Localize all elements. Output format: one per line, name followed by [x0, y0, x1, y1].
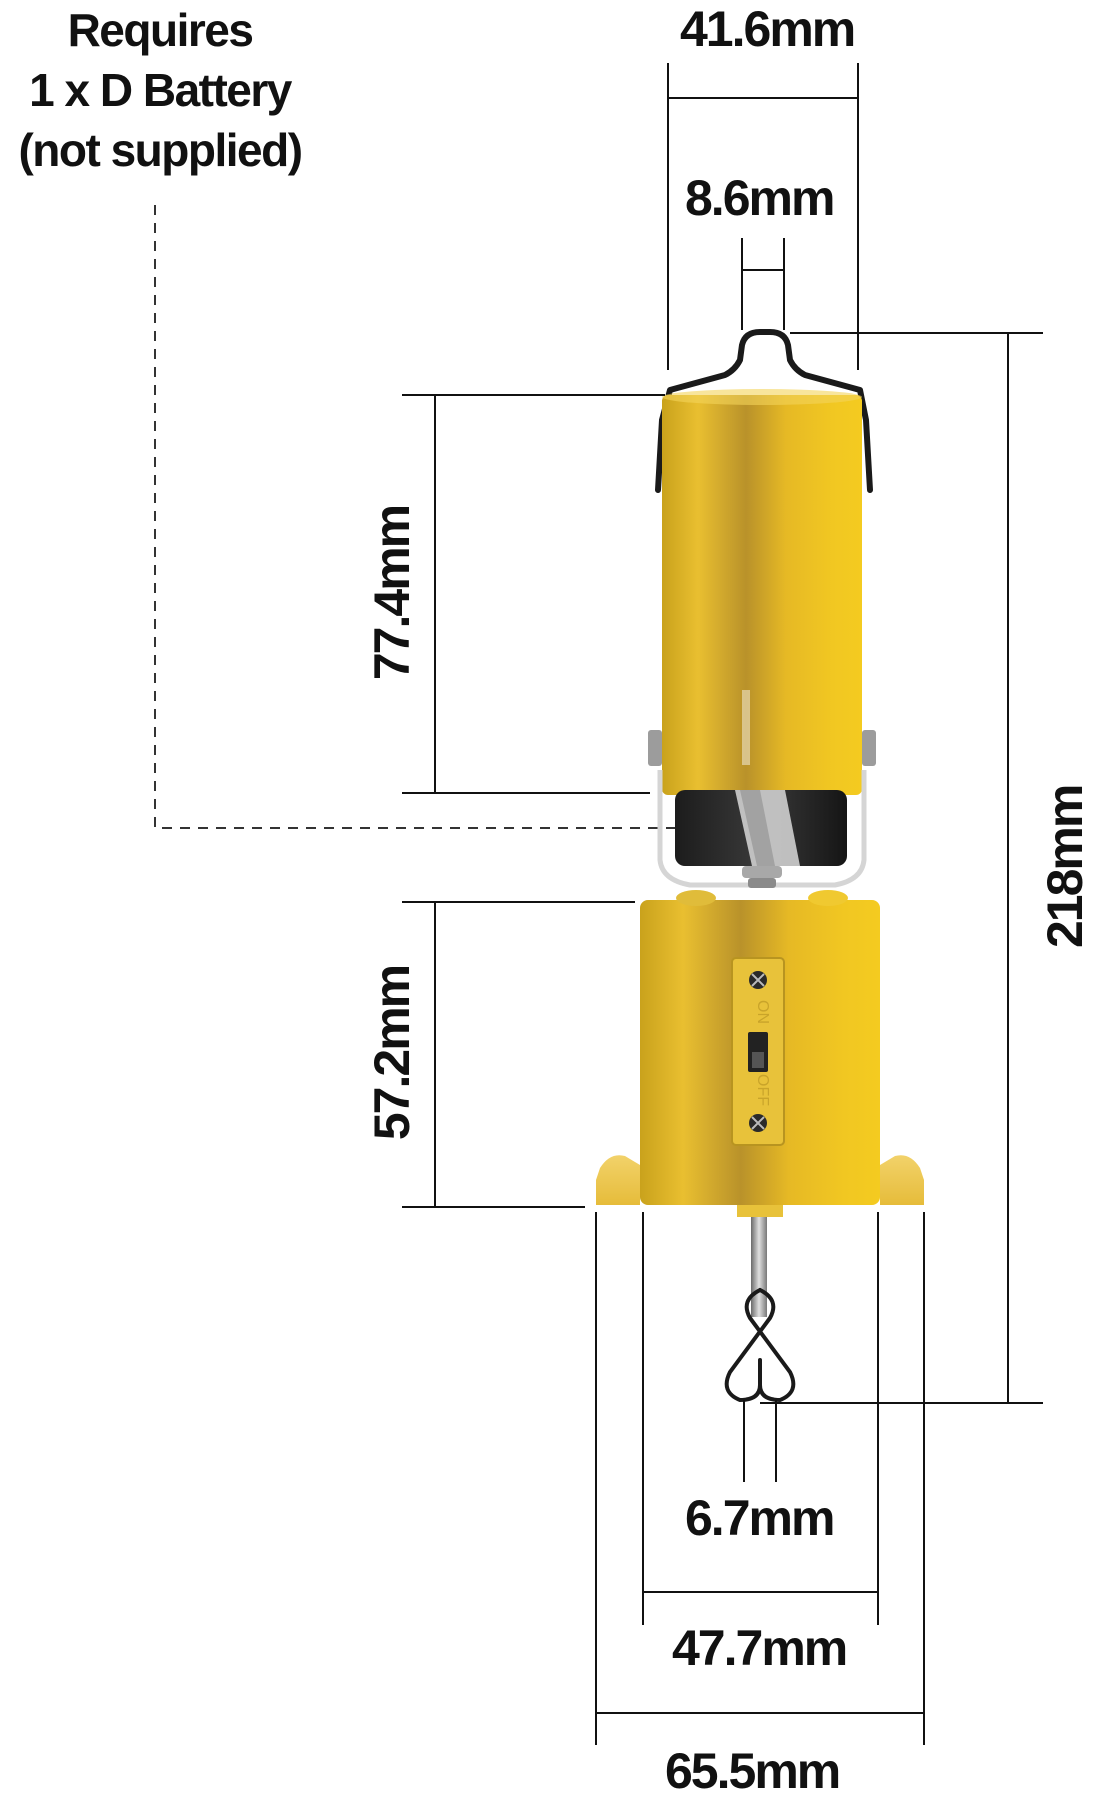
flange-left	[596, 1155, 640, 1205]
flange-right	[880, 1155, 924, 1205]
dim-hook-width: 8.6mm	[685, 170, 835, 226]
switch-off-label: OFF	[754, 1074, 771, 1106]
battery-housing	[662, 395, 862, 795]
dim-battery-height: 77.4mm	[364, 505, 420, 681]
dim-base-width: 47.7mm	[672, 1620, 848, 1676]
dim-base-height: 57.2mm	[364, 965, 420, 1141]
battery-note-line2: 1 x D Battery	[29, 64, 292, 116]
hook-clip	[724, 1288, 796, 1403]
hanger-wire	[655, 329, 873, 493]
dim-top-width: 41.6mm	[680, 1, 856, 57]
battery-note-line3: (not supplied)	[18, 124, 303, 176]
battery-note: Requires 1 x D Battery (not supplied)	[0, 0, 320, 180]
spindle-pin	[751, 1217, 767, 1317]
dim-pin-width: 6.7mm	[685, 1490, 835, 1546]
dim-flange-width: 65.5mm	[665, 1743, 841, 1799]
callout-dashed-line	[154, 205, 700, 829]
dimension-lines	[402, 63, 1043, 1745]
dim-overall-height: 218mm	[1037, 785, 1093, 948]
battery-note-line1: Requires	[67, 4, 254, 56]
switch-on-label: ON	[754, 1000, 771, 1024]
